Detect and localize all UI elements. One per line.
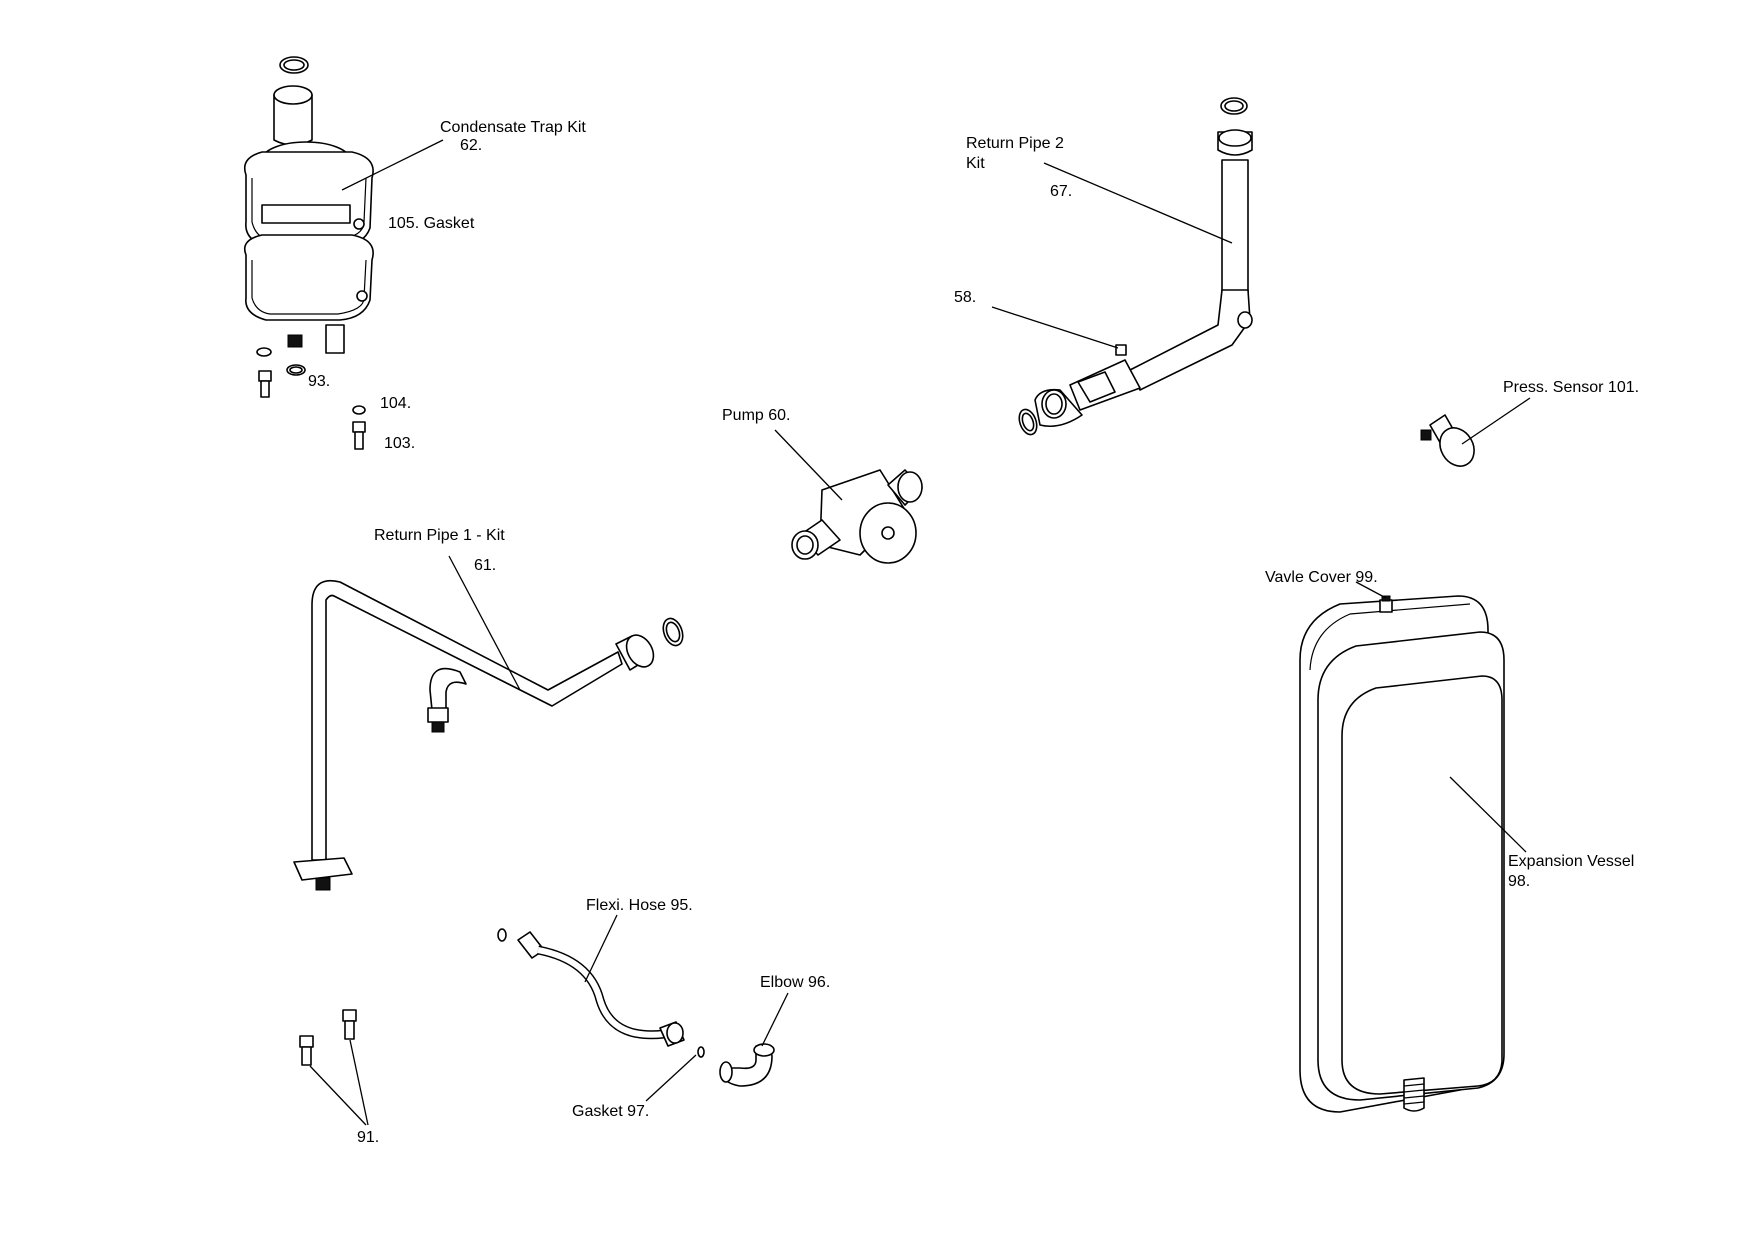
o-ring-93 [286, 364, 306, 376]
label-valve-cover-99: Vavle Cover 99. [1265, 569, 1378, 586]
leader-98 [1449, 776, 1527, 853]
o-ring-flexi-hose-left [497, 928, 507, 942]
leader-60 [774, 429, 843, 501]
gasket-97-ring [697, 1046, 705, 1058]
leader-95 [584, 914, 618, 983]
label-return-pipe-2-kit: Kit [966, 155, 985, 172]
leader-101 [1461, 397, 1531, 445]
label-58: 58. [954, 289, 976, 306]
return-pipe-2-kit [1034, 97, 1253, 428]
label-flexi-hose-95: Flexi. Hose 95. [586, 897, 693, 914]
valve-cover [1379, 595, 1393, 613]
label-expansion-vessel: Expansion Vessel [1508, 853, 1634, 870]
label-105-gasket: 105. Gasket [388, 215, 475, 232]
elbow [719, 1043, 775, 1087]
label-condensate-trap-kit: Condensate Trap Kit [440, 119, 586, 136]
pressure-sensor [1420, 414, 1475, 467]
label-pump-60: Pump 60. [722, 407, 790, 424]
expansion-vessel [1299, 595, 1505, 1113]
leader-97 [645, 1054, 697, 1102]
label-61: 61. [474, 557, 496, 574]
leader-58 [991, 306, 1119, 349]
leader-91-b [309, 1065, 367, 1126]
o-ring-small-1 [256, 347, 272, 357]
label-98: 98. [1508, 873, 1530, 890]
screw-91-a [342, 1009, 357, 1040]
pump [791, 469, 923, 564]
leader-91-a [349, 1039, 369, 1126]
label-gasket-97: Gasket 97. [572, 1103, 649, 1120]
o-ring-return-pipe-1 [662, 617, 684, 647]
leader-99 [1355, 581, 1387, 599]
return-pipe-1-kit [293, 580, 655, 891]
leader-67 [1043, 162, 1233, 244]
screw-left-trap [258, 370, 272, 398]
screw-103 [352, 421, 366, 450]
label-91: 91. [357, 1129, 379, 1146]
label-103: 103. [384, 435, 415, 452]
condensate-trap-kit [243, 56, 374, 354]
label-return-pipe-2: Return Pipe 2 [966, 135, 1064, 152]
label-93: 93. [308, 373, 330, 390]
flexi-hose [517, 931, 685, 1047]
label-elbow-96: Elbow 96. [760, 974, 830, 991]
o-ring-return-pipe-2 [1018, 408, 1038, 436]
label-67: 67. [1050, 183, 1072, 200]
label-62: 62. [460, 137, 482, 154]
leader-61 [448, 555, 521, 691]
leader-96 [761, 992, 789, 1047]
leader-62 [341, 139, 444, 191]
label-104: 104. [380, 395, 411, 412]
screw-91-b [299, 1035, 314, 1066]
label-press-sensor-101: Press. Sensor 101. [1503, 379, 1639, 396]
label-return-pipe-1-kit: Return Pipe 1 - Kit [374, 527, 505, 544]
o-ring-104 [352, 405, 366, 415]
